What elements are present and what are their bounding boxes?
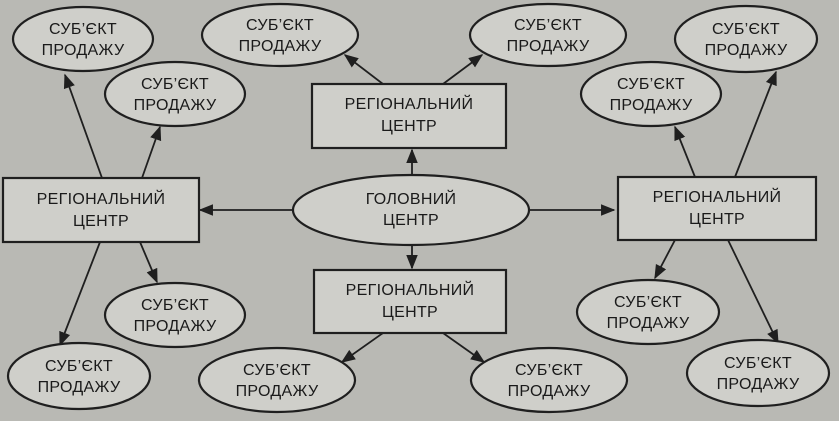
subject-bottom-right-label-2: ПРОДАЖУ — [508, 383, 591, 400]
subject-bl-outer-label-1: СУБ’ЄКТ — [45, 358, 113, 375]
subject-br-inner-node: СУБ’ЄКТ ПРОДАЖУ — [575, 278, 721, 346]
region-bottom-label-2: ЦЕНТР — [382, 304, 438, 321]
subject-br-outer-shape — [685, 338, 831, 408]
subject-bottom-right-shape — [469, 346, 629, 414]
arrow-region-left-to-subject-tl-inner — [141, 125, 162, 179]
subject-top-left-shape — [200, 2, 360, 68]
subject-bl-outer-label-2: ПРОДАЖУ — [38, 379, 121, 396]
region-top-node: РЕГІОНАЛЬНИЙ ЦЕНТР — [310, 82, 508, 150]
subject-bottom-left-shape — [197, 346, 357, 414]
subject-tr-inner-label-1: СУБ’ЄКТ — [617, 76, 685, 93]
subject-top-right-node: СУБ’ЄКТ ПРОДАЖУ — [468, 2, 628, 68]
subject-top-right-shape — [468, 2, 628, 68]
subject-tl-outer-label-1: СУБ’ЄКТ — [49, 21, 117, 38]
arrow-region-bottom-to-subject-bottom-left — [340, 332, 384, 363]
subject-bl-inner-shape — [103, 281, 247, 349]
arrow-region-left-to-subject-bl-outer — [59, 241, 101, 347]
subject-br-inner-shape — [575, 278, 721, 346]
subject-bottom-left-label-1: СУБ’ЄКТ — [243, 362, 311, 379]
subject-top-left-label-1: СУБ’ЄКТ — [246, 17, 314, 34]
region-left-shape — [1, 176, 201, 244]
region-top-shape — [310, 82, 508, 150]
subject-br-inner-label-2: ПРОДАЖУ — [607, 315, 690, 332]
arrow-region-right-to-subject-tr-inner — [674, 125, 696, 178]
subject-tr-outer-label-1: СУБ’ЄКТ — [712, 21, 780, 38]
subject-tl-outer-node: СУБ’ЄКТ ПРОДАЖУ — [11, 5, 155, 73]
subject-br-outer-label-2: ПРОДАЖУ — [717, 376, 800, 393]
subject-bottom-left-label-2: ПРОДАЖУ — [236, 383, 319, 400]
subject-tl-inner-shape — [103, 60, 247, 128]
region-top-label-1: РЕГІОНАЛЬНИЙ — [345, 94, 474, 113]
subject-tl-inner-label-2: ПРОДАЖУ — [134, 97, 217, 114]
subject-tr-outer-shape — [673, 4, 819, 74]
subject-tl-outer-label-2: ПРОДАЖУ — [42, 42, 125, 59]
subject-bottom-left-node: СУБ’ЄКТ ПРОДАЖУ — [197, 346, 357, 414]
region-top-label-2: ЦЕНТР — [381, 118, 437, 135]
arrow-region-right-to-subject-br-outer — [727, 239, 779, 345]
arrow-region-left-to-subject-tl-outer — [63, 73, 103, 179]
region-left-node: РЕГІОНАЛЬНИЙ ЦЕНТР — [1, 176, 201, 244]
subject-bottom-right-label-1: СУБ’ЄКТ — [515, 362, 583, 379]
subject-br-inner-label-1: СУБ’ЄКТ — [614, 294, 682, 311]
region-right-shape — [616, 175, 818, 242]
region-bottom-label-1: РЕГІОНАЛЬНИЙ — [346, 280, 475, 299]
subject-bottom-right-node: СУБ’ЄКТ ПРОДАЖУ — [469, 346, 629, 414]
arrow-region-bottom-to-subject-bottom-right — [442, 332, 486, 363]
region-bottom-node: РЕГІОНАЛЬНИЙ ЦЕНТР — [312, 268, 508, 335]
region-right-node: РЕГІОНАЛЬНИЙ ЦЕНТР — [616, 175, 818, 242]
subject-bl-inner-label-2: ПРОДАЖУ — [134, 318, 217, 335]
main-center-label-2: ЦЕНТР — [383, 212, 439, 229]
subject-tl-inner-label-1: СУБ’ЄКТ — [141, 76, 209, 93]
subject-tr-inner-label-2: ПРОДАЖУ — [610, 97, 693, 114]
connectors — [59, 54, 779, 363]
subject-bl-outer-node: СУБ’ЄКТ ПРОДАЖУ — [6, 341, 152, 411]
subject-tr-outer-label-2: ПРОДАЖУ — [705, 42, 788, 59]
arrow-region-left-to-subject-bl-inner — [139, 241, 158, 284]
region-left-label-2: ЦЕНТР — [73, 213, 129, 230]
region-right-label-2: ЦЕНТР — [689, 211, 745, 228]
main-center-shape — [291, 173, 531, 247]
subject-tr-inner-shape — [579, 60, 723, 128]
subject-bl-inner-label-1: СУБ’ЄКТ — [141, 297, 209, 314]
arrow-region-right-to-subject-br-inner — [654, 239, 676, 280]
subject-top-right-label-1: СУБ’ЄКТ — [514, 17, 582, 34]
subject-tr-outer-node: СУБ’ЄКТ ПРОДАЖУ — [673, 4, 819, 74]
subject-bl-inner-node: СУБ’ЄКТ ПРОДАЖУ — [103, 281, 247, 349]
region-bottom-shape — [312, 268, 508, 335]
arrow-region-top-to-subject-top-right — [442, 54, 484, 85]
subject-top-right-label-2: ПРОДАЖУ — [507, 38, 590, 55]
region-left-label-1: РЕГІОНАЛЬНИЙ — [37, 189, 166, 208]
region-right-label-1: РЕГІОНАЛЬНИЙ — [653, 187, 782, 206]
subject-br-outer-label-1: СУБ’ЄКТ — [724, 355, 792, 372]
subject-tr-inner-node: СУБ’ЄКТ ПРОДАЖУ — [579, 60, 723, 128]
main-center-label-1: ГОЛОВНИЙ — [366, 189, 457, 208]
subject-top-left-node: СУБ’ЄКТ ПРОДАЖУ — [200, 2, 360, 68]
subject-top-left-label-2: ПРОДАЖУ — [239, 38, 322, 55]
subject-tl-outer-shape — [11, 5, 155, 73]
subject-br-outer-node: СУБ’ЄКТ ПРОДАЖУ — [685, 338, 831, 408]
main-center-node: ГОЛОВНИЙ ЦЕНТР — [291, 173, 531, 247]
subject-bl-outer-shape — [6, 341, 152, 411]
arrow-region-top-to-subject-top-left — [343, 54, 384, 85]
subject-tl-inner-node: СУБ’ЄКТ ПРОДАЖУ — [103, 60, 247, 128]
arrow-region-right-to-subject-tr-outer — [734, 70, 777, 178]
